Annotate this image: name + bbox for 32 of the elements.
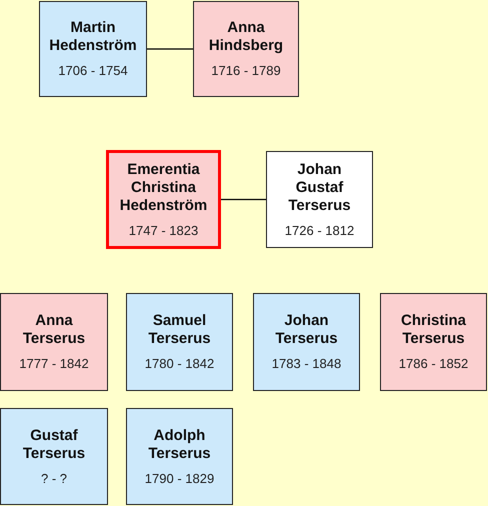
person-name: Adolph Terserus [147, 426, 212, 462]
life-dates: 1783 - 1848 [272, 356, 342, 372]
person-name: Emerentia Christina Hedenström [118, 160, 208, 214]
life-dates: 1716 - 1789 [211, 63, 281, 79]
life-dates: 1747 - 1823 [128, 222, 198, 238]
person-name: Johan Gustaf Terserus [287, 160, 352, 214]
person-name: Christina Terserus [400, 312, 467, 348]
person-card [193, 1, 299, 97]
person-card [126, 293, 233, 391]
person-card [253, 293, 360, 391]
person-card [106, 150, 221, 249]
person-card [0, 293, 108, 391]
connector-line [221, 198, 266, 200]
person-name: Johan Terserus [274, 312, 339, 348]
life-dates: 1780 - 1842 [144, 356, 214, 372]
person-card [39, 1, 147, 97]
person-card [266, 151, 373, 248]
person-name: Anna Hindsberg [208, 19, 284, 55]
person-name: Gustaf Terserus [22, 426, 86, 462]
life-dates: 1790 - 1829 [144, 470, 214, 486]
person-card [0, 408, 108, 505]
life-dates: 1777 - 1842 [19, 356, 89, 372]
person-card [126, 408, 233, 505]
life-dates: 1786 - 1852 [398, 356, 468, 372]
person-name: Samuel Terserus [147, 312, 212, 348]
connector-line [147, 48, 193, 50]
life-dates: 1706 - 1754 [58, 63, 128, 79]
person-name: Anna Terserus [22, 312, 86, 348]
life-dates: 1726 - 1812 [284, 222, 354, 238]
person-card [380, 293, 487, 391]
person-name: Martin Hedenström [48, 19, 138, 55]
life-dates: ? - ? [40, 470, 67, 486]
